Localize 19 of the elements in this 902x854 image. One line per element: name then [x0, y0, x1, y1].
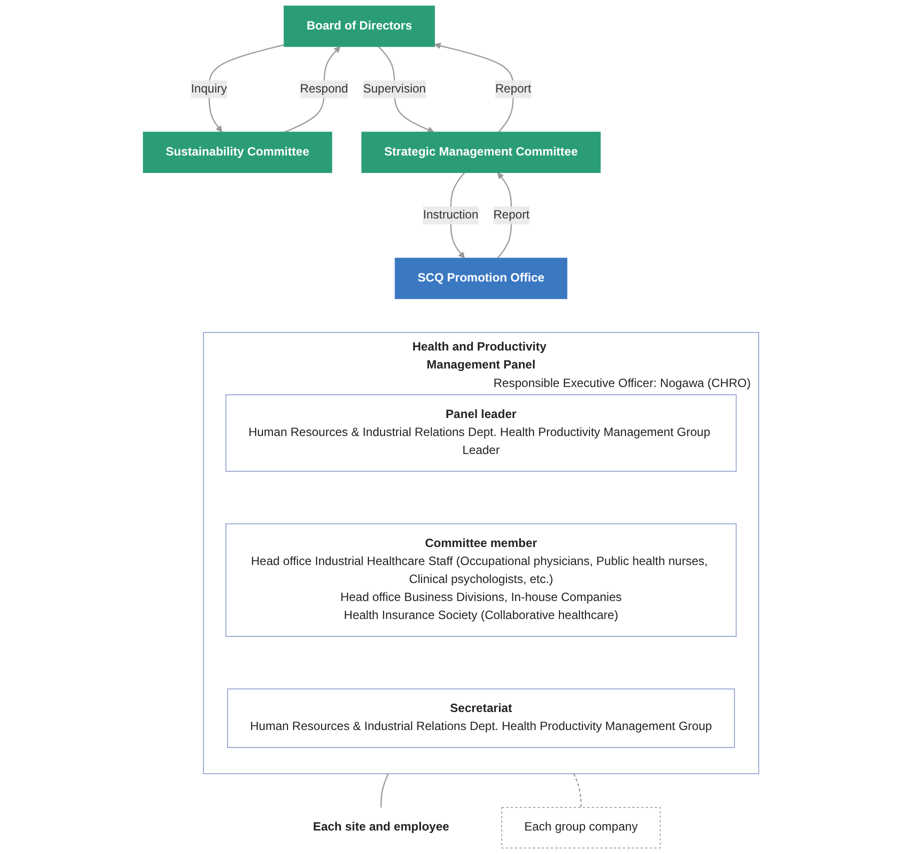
- node-box: Strategic Management Committee: [361, 132, 601, 173]
- node-box: Committee member Head office Industrial Healthcare Staff (Occupational physicians, Public health nurses, Clinical psychologists, etc.) Head office Business Divisions, In-house Companies Health Insurance Society (Collaborative healthcare): [226, 523, 737, 637]
- node-box: Secretariat Human Resources & Industrial Relations Dept. Health Productivity Management Group: [227, 688, 735, 748]
- node-box: Sustainability Committee: [142, 132, 332, 173]
- node-box: Board of Directors: [284, 6, 435, 47]
- edge-label: Report: [495, 82, 532, 96]
- node-box: Panel leader Human Resources & Industrial Relations Dept. Health Productivity Management Group Leader: [226, 394, 737, 472]
- arrow: [434, 42, 514, 132]
- node-text: Each site and employee: [313, 820, 450, 834]
- node-box: Each group company: [501, 807, 661, 848]
- edge-label: Supervision: [363, 82, 426, 96]
- connector: [380, 773, 389, 808]
- responsible-officer-note: Responsible Executive Officer: Nogawa (CHRO): [494, 376, 751, 390]
- edge-label: Inquiry: [190, 82, 228, 96]
- connector: [573, 773, 582, 808]
- node-box: SCQ Promotion Office: [394, 258, 568, 300]
- edge-label: Report: [493, 208, 530, 222]
- edge-label: Respond: [300, 82, 348, 96]
- edge-label: Instruction: [422, 208, 478, 222]
